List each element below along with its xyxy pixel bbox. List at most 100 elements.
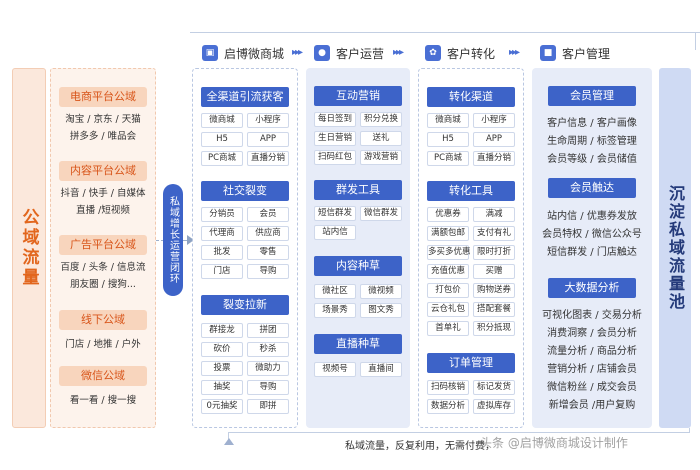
feature-line: 站内信 / 优惠券发放: [547, 211, 637, 222]
feature-chip: 首单礼: [427, 321, 469, 336]
feature-chip: 抽奖: [201, 380, 243, 395]
growth-loop-text: 私域增长运营闭环: [167, 196, 179, 284]
feature-chip: 微社区: [314, 284, 356, 299]
arrow-right-icon: [187, 235, 194, 245]
stage-management: ■ 客户管理: [540, 42, 610, 64]
feature-line: 流量分析 / 商品分析: [547, 346, 637, 357]
domain-title: 电商平台公域: [59, 87, 147, 107]
feature-chip: 微商城: [427, 113, 469, 128]
feature-chip: 扫码核销: [427, 380, 469, 395]
feature-chip: 导购: [247, 380, 289, 395]
feature-chip: 即拼: [247, 399, 289, 414]
watermark: 头条 @启博微商城设计制作: [480, 436, 628, 450]
public-traffic-label: 公域流量: [12, 68, 46, 428]
feature-chip: 分销员: [201, 207, 243, 222]
feature-chip: 短信群发: [314, 206, 356, 221]
connector-line: [183, 240, 188, 241]
feature-chip: 微商城: [201, 113, 243, 128]
domain-line: 淘宝 / 京东 / 天猫: [65, 114, 141, 125]
feature-chip: 小程序: [247, 113, 289, 128]
feature-chip: 砍价: [201, 342, 243, 357]
feature-chip: 视频号: [314, 362, 356, 377]
feature-chip: 购物送券: [473, 283, 515, 298]
feature-chip: 满额包邮: [427, 226, 469, 241]
domain-title: 广告平台公域: [59, 235, 147, 255]
domain-line: 百度 / 头条 / 信息流: [60, 262, 146, 273]
feature-chip: 投票: [201, 361, 243, 376]
domain-line: 门店 / 地推 / 户外: [65, 339, 141, 350]
feature-chip: 零售: [247, 245, 289, 260]
feature-chip: 数据分析: [427, 399, 469, 414]
private-traffic-pool: 沉淀私域流量池: [659, 68, 691, 428]
feature-chip: 会员: [247, 207, 289, 222]
feature-chip: 打包价: [427, 283, 469, 298]
stage-conversion: ✿ 客户转化: [425, 42, 495, 64]
section-title: 直播种草: [314, 334, 402, 354]
section-title: 订单管理: [427, 353, 515, 373]
flow-frame-bottom: [228, 432, 690, 433]
feature-chip: 导购: [247, 264, 289, 279]
feature-chip: PC商城: [427, 151, 469, 166]
feature-chip: 小程序: [473, 113, 515, 128]
section-title: 互动营销: [314, 86, 402, 106]
feature-chip: 秒杀: [247, 342, 289, 357]
domain-group-content: 内容平台公域 抖音 / 快手 / 自媒体 直播 /短视频: [59, 161, 147, 219]
feature-chip: 云仓礼包: [427, 302, 469, 317]
panel-operation: 互动营销 每日签到 积分兑换 生日营销 送礼 扫码红包 游戏营销 群发工具 短信…: [306, 68, 410, 428]
feature-chip: 拼团: [247, 323, 289, 338]
feature-chip: 限时打折: [473, 245, 515, 260]
feature-chip: 积分兑换: [360, 112, 402, 127]
feature-line: 会员等级 / 会员储值: [547, 154, 637, 165]
feature-chip: 微助力: [247, 361, 289, 376]
domain-title: 微信公域: [59, 366, 147, 386]
section-title: 转化工具: [427, 181, 515, 201]
feature-chip: 扫码红包: [314, 150, 356, 165]
panel-conversion: 转化渠道 微商城 小程序 H5 APP PC商城 直播分销 转化工具 优惠券 满…: [418, 68, 524, 428]
domain-line: 抖音 / 快手 / 自媒体: [60, 188, 146, 199]
flow-frame-bottom-right: [689, 428, 690, 433]
section-title: 内容种草: [314, 256, 402, 276]
feature-chip: 直播间: [360, 362, 402, 377]
feature-chip: 站内信: [314, 225, 356, 240]
feature-chip: 搭配套餐: [473, 302, 515, 317]
feature-chip: 送礼: [360, 131, 402, 146]
feature-chip: 多买多优惠: [427, 245, 471, 260]
section-title: 会员管理: [548, 86, 636, 106]
section-title: 全渠道引流获客: [201, 87, 289, 107]
manage-icon: ■: [540, 45, 556, 61]
domain-line: 朋友圈 / 搜狗...: [70, 279, 136, 290]
feature-chip: 代理商: [201, 226, 243, 241]
growth-loop-pill: 私域增长运营闭环: [163, 184, 183, 296]
feature-chip: 每日签到: [314, 112, 356, 127]
feature-chip: 微信群发: [360, 206, 402, 221]
domain-group-ads: 广告平台公域 百度 / 头条 / 信息流 朋友圈 / 搜狗...: [59, 235, 147, 293]
gear-icon: ✿: [425, 45, 441, 61]
stage-operation: ● 客户运营: [314, 42, 384, 64]
section-title: 大数据分析: [548, 278, 636, 298]
feature-line: 客户信息 / 客户画像: [547, 118, 637, 129]
feature-line: 短信群发 / 门店触达: [547, 247, 637, 258]
section-title: 裂变拉新: [201, 295, 289, 315]
domain-title: 内容平台公域: [59, 161, 147, 181]
feature-chip: PC商城: [201, 151, 243, 166]
domain-group-wechat: 微信公域 看一看 / 搜一搜: [59, 366, 147, 409]
feature-chip: 满减: [473, 207, 515, 222]
section-title: 会员触达: [548, 178, 636, 198]
domain-title: 线下公域: [59, 310, 147, 330]
return-arrow-icon: [224, 438, 234, 445]
feature-chip: 积分抵现: [473, 321, 515, 336]
stage-label: 客户转化: [447, 46, 496, 61]
stage-label: 启博微商城: [224, 46, 285, 61]
feature-chip: 买赠: [473, 264, 515, 279]
feature-line: 会员特权 / 微信公众号: [542, 229, 642, 240]
feature-chip: 场景秀: [314, 303, 356, 318]
feature-chip: 供应商: [247, 226, 289, 241]
user-group-icon: ●: [314, 45, 330, 61]
domain-line: 直播 /短视频: [76, 205, 130, 216]
flow-frame-bottom-left: [228, 432, 229, 440]
panel-management: 会员管理 客户信息 / 客户画像 生命周期 / 标签管理 会员等级 / 会员储值…: [532, 68, 652, 428]
feature-chip: 门店: [201, 264, 243, 279]
panel-acquisition: 全渠道引流获客 微商城 小程序 H5 APP PC商城 直播分销 社交裂变 分销…: [192, 68, 298, 428]
private-traffic-text: 沉淀私域流量池: [666, 185, 685, 311]
feature-chip: APP: [473, 132, 515, 147]
